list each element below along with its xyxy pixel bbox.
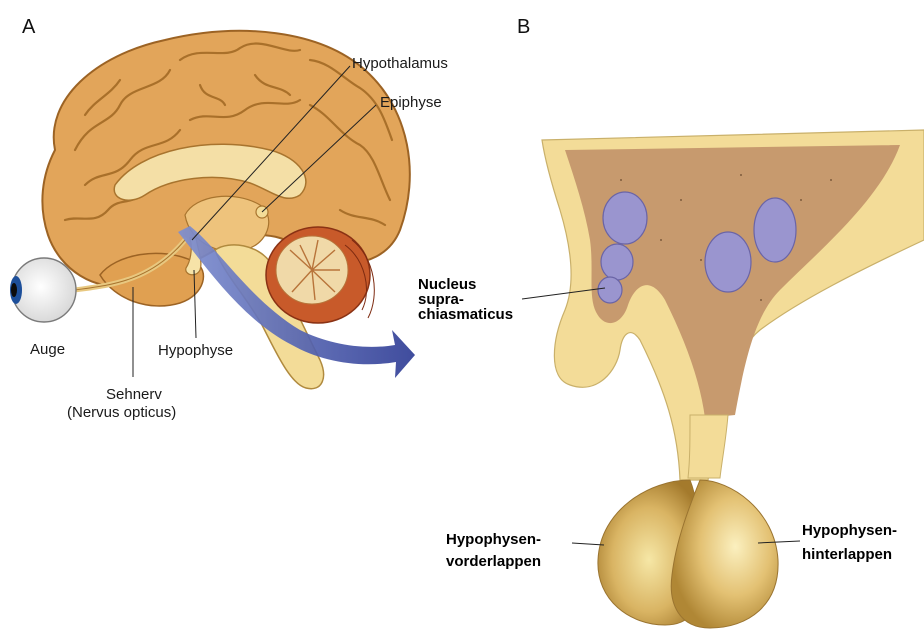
label-hvl-line2: vorderlappen bbox=[446, 553, 541, 570]
hvl-leader bbox=[572, 543, 604, 545]
label-hypothalamus: Hypothalamus bbox=[352, 55, 448, 72]
label-epiphyse: Epiphyse bbox=[380, 94, 442, 111]
pituitary-gland bbox=[598, 480, 778, 628]
eye bbox=[10, 258, 76, 322]
label-auge: Auge bbox=[30, 341, 65, 358]
label-hypophyse: Hypophyse bbox=[158, 342, 233, 359]
label-nervus-opticus: (Nervus opticus) bbox=[67, 404, 176, 421]
pituitary-stalk bbox=[688, 415, 728, 478]
label-hhl-line1: Hypophysen- bbox=[802, 522, 897, 539]
label-hvl-line1: Hypophysen- bbox=[446, 531, 541, 548]
panel-label-a: A bbox=[22, 16, 36, 38]
label-hhl-line2: hinterlappen bbox=[802, 546, 892, 563]
brain-illustration bbox=[10, 31, 415, 389]
label-nucleus-line3: chiasmaticus bbox=[418, 306, 513, 323]
panel-label-b: B bbox=[517, 16, 530, 38]
label-sehnerv: Sehnerv bbox=[106, 386, 162, 403]
